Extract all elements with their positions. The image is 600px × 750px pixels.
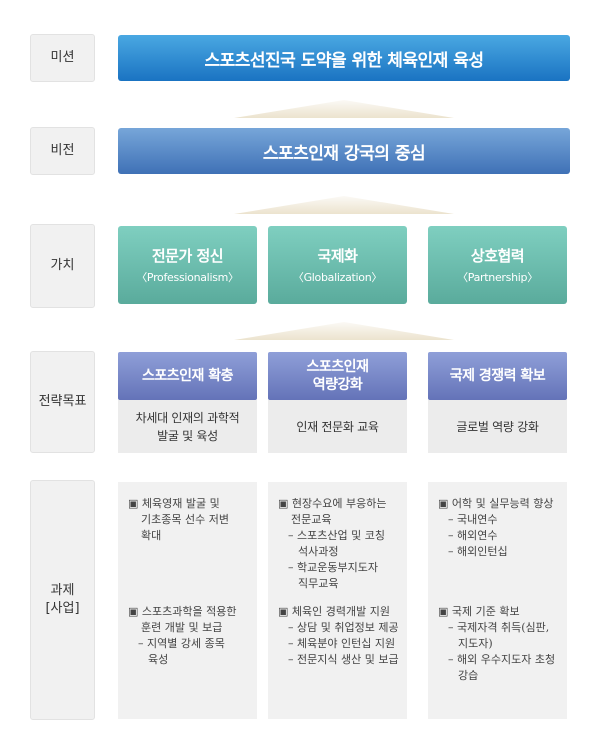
mission-text: 스포츠선진국 도약을 위한 체육인재 육성 <box>204 50 484 71</box>
label-tasks: 과제 [사업] <box>30 480 95 720</box>
goal-detail-3: 글로벌 역량 강화 <box>428 400 567 453</box>
goal-title: 국제 경쟁력 확보 <box>449 367 546 384</box>
goal-detail-text: 발굴 및 육성 <box>157 428 218 443</box>
label-mission-text: 미션 <box>50 50 75 66</box>
task-heading: ▣ 국제 기준 확보 <box>438 605 520 618</box>
goal-detail-text: 인재 전문화 교육 <box>296 419 379 434</box>
task-block: ▣ 국제 기준 확보 – 국제자격 취득(심판,지도자) – 해외 우수지도자 … <box>438 604 561 684</box>
task-column-3: ▣ 어학 및 실무능력 향상 – 국내연수 – 해외연수 – 해외인턴십 ▣ 국… <box>428 482 567 719</box>
goal-detail-1: 차세대 인재의 과학적 발굴 및 육성 <box>118 400 257 453</box>
goal-detail-text: 차세대 인재의 과학적 <box>135 410 240 425</box>
goal-title: 스포츠인재 <box>306 358 369 375</box>
value-title: 상호협력 <box>470 247 525 265</box>
vision-text: 스포츠인재 강국의 중심 <box>262 143 426 164</box>
task-subitem: – 해외인턴십 <box>448 544 508 558</box>
value-subtitle: 〈Globalization〉 <box>292 271 383 284</box>
task-block: ▣ 체육인 경력개발 지원 – 상담 및 취업정보 제공 – 체육분야 인턴십 … <box>278 604 401 668</box>
label-vision: 비전 <box>30 127 95 175</box>
label-strategy: 전략목표 <box>30 351 95 453</box>
task-subitem: – 상담 및 취업정보 제공 <box>288 620 399 634</box>
goal-box-3: 국제 경쟁력 확보 <box>428 352 567 400</box>
task-subitem: – 전문지식 생산 및 보급 <box>288 652 399 666</box>
label-vision-text: 비전 <box>50 143 75 159</box>
connector-arrow-3 <box>234 322 454 340</box>
label-tasks-text-1: 과제 <box>50 583 75 599</box>
task-subitem: – 국제자격 취득(심판,지도자) <box>448 620 550 650</box>
value-box-professionalism: 전문가 정신 〈Professionalism〉 <box>118 226 257 304</box>
task-block: ▣ 어학 및 실무능력 향상 – 국내연수 – 해외연수 – 해외인턴십 <box>438 496 561 560</box>
task-subitem: – 해외연수 <box>448 528 498 542</box>
label-tasks-text-2: [사업] <box>45 601 80 616</box>
goal-detail-text: 글로벌 역량 강화 <box>456 419 539 434</box>
connector-arrow-2 <box>234 196 454 214</box>
vision-bar: 스포츠인재 강국의 중심 <box>118 128 570 174</box>
task-subitem: – 국내연수 <box>448 512 498 526</box>
label-value: 가치 <box>30 224 95 308</box>
label-strategy-text: 전략목표 <box>38 394 87 410</box>
goal-box-2: 스포츠인재 역량강화 <box>268 352 407 400</box>
value-title: 전문가 정신 <box>151 247 224 265</box>
goal-detail-2: 인재 전문화 교육 <box>268 400 407 453</box>
connector-arrow-1 <box>234 100 454 118</box>
task-heading: ▣ 어학 및 실무능력 향상 <box>438 497 554 510</box>
label-value-text: 가치 <box>50 258 75 274</box>
value-subtitle: 〈Partnership〉 <box>457 271 538 284</box>
value-subtitle: 〈Professionalism〉 <box>136 271 239 284</box>
value-box-globalization: 국제화 〈Globalization〉 <box>268 226 407 304</box>
goal-box-1: 스포츠인재 확충 <box>118 352 257 400</box>
goal-title: 역량강화 <box>312 377 363 393</box>
value-title: 국제화 <box>317 247 358 265</box>
label-mission: 미션 <box>30 34 95 82</box>
task-heading: ▣ 체육인 경력개발 지원 <box>278 605 390 618</box>
task-subitem: – 체육분야 인턴십 지원 <box>288 636 396 650</box>
mission-bar: 스포츠선진국 도약을 위한 체육인재 육성 <box>118 35 570 81</box>
value-box-partnership: 상호협력 〈Partnership〉 <box>428 226 567 304</box>
goal-title: 스포츠인재 확충 <box>141 367 234 384</box>
